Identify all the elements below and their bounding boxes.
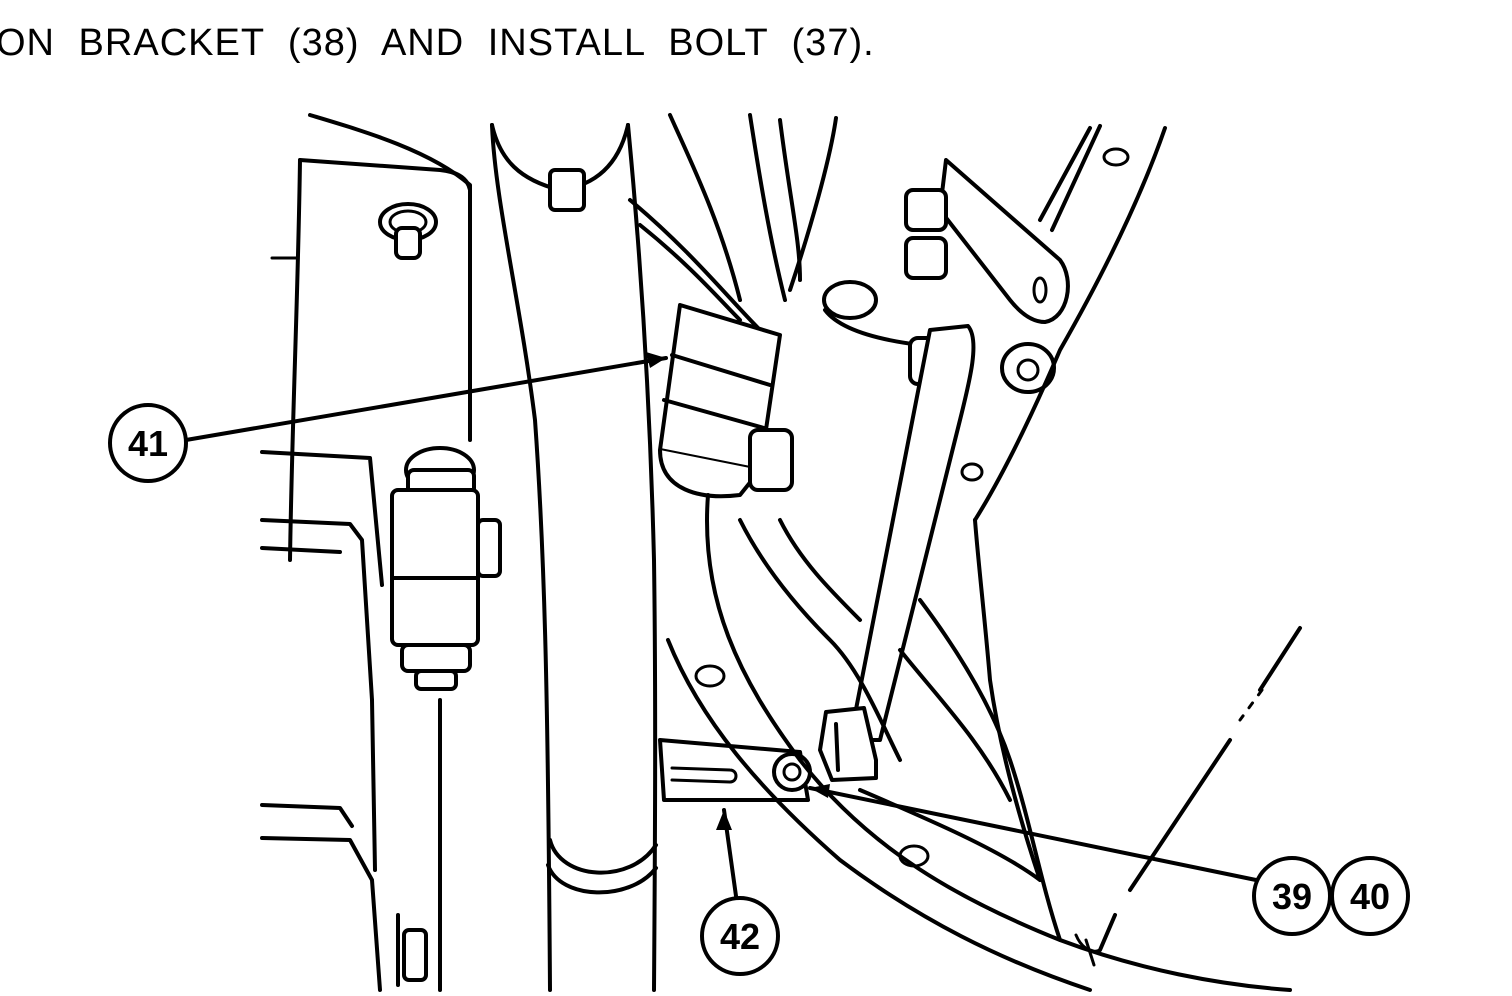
hose-and-fitting <box>628 113 838 499</box>
left-mounting-plate <box>260 113 472 992</box>
callout-40-label: 40 <box>1350 876 1390 917</box>
bolt-stack-left <box>390 446 502 992</box>
linkage-bracket <box>658 158 1070 802</box>
curved-panel <box>666 147 1292 992</box>
right-frame <box>973 124 1302 967</box>
leader-lines <box>184 352 1258 898</box>
callout-42-label: 42 <box>720 916 760 957</box>
instruction-text: ON BRACKET (38) AND INSTALL BOLT (37). <box>0 22 875 64</box>
callout-40: 40 <box>1330 856 1410 936</box>
callout-41-label: 41 <box>128 423 168 464</box>
bolt-top-left <box>378 202 438 260</box>
callout-42: 42 <box>700 896 780 976</box>
callout-41: 41 <box>108 403 188 483</box>
vertical-tube <box>490 123 658 992</box>
callout-39: 39 <box>1252 856 1332 936</box>
callout-39-label: 39 <box>1272 876 1312 917</box>
